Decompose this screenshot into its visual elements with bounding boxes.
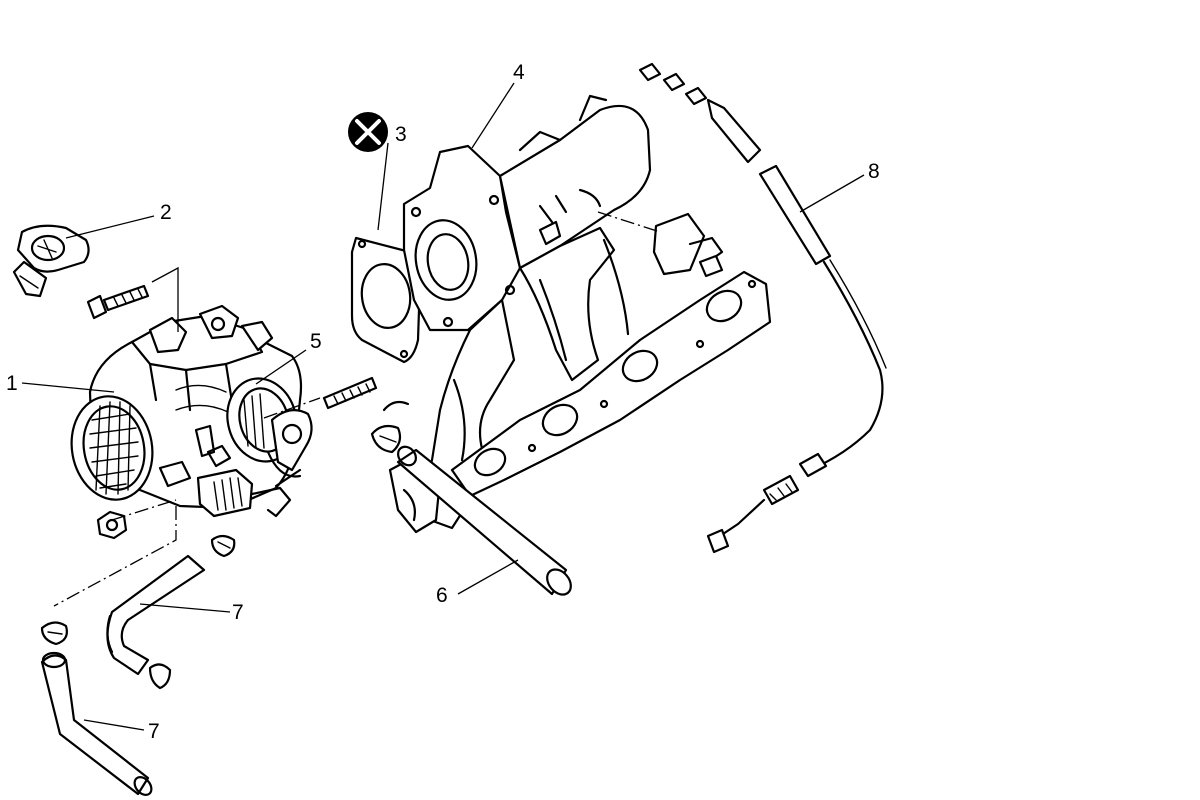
callout-7-lower: 7 — [148, 720, 160, 743]
callout-6: 6 — [436, 584, 448, 607]
alignment-lines — [53, 211, 661, 607]
part-intake-manifold — [388, 94, 772, 534]
part-clamp-lower — [40, 621, 68, 646]
part-hose-lower — [40, 651, 153, 796]
part-throttle-body — [70, 304, 313, 518]
callout-5: 5 — [310, 330, 322, 353]
callout-2: 2 — [160, 201, 172, 224]
do-not-reuse-cross-icon — [348, 112, 388, 152]
part-pipe — [396, 445, 572, 596]
part-bolt — [86, 284, 150, 320]
part-stud — [322, 376, 378, 410]
callout-1: 1 — [6, 372, 18, 395]
callout-7-upper: 7 — [232, 601, 244, 624]
part-nut — [96, 510, 128, 540]
callout-3: 3 — [395, 123, 407, 146]
leader-lines — [21, 82, 865, 731]
callout-4: 4 — [513, 61, 525, 84]
part-hose-clip — [370, 400, 410, 454]
part-clamp-upper — [210, 534, 236, 558]
part-hose-upper — [106, 554, 206, 690]
part-cable — [638, 62, 887, 554]
part-sensor — [12, 224, 90, 298]
callout-8: 8 — [868, 160, 880, 183]
